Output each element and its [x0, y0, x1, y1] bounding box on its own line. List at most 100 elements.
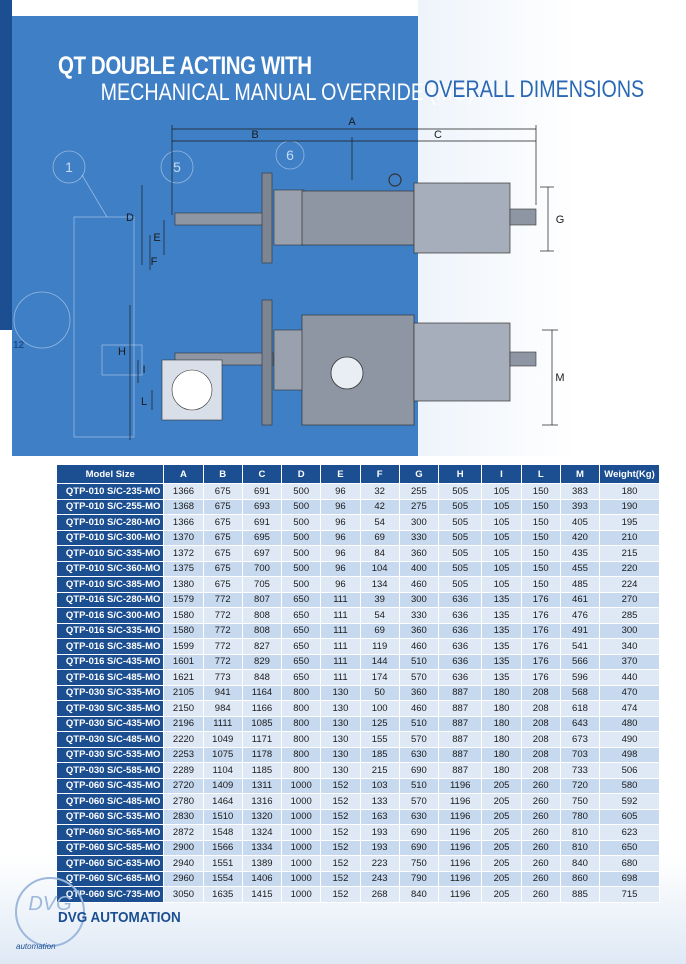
- dimension-cell: 260: [520, 886, 561, 903]
- dimension-cell: 596: [559, 669, 601, 686]
- dimension-cell: 693: [241, 498, 283, 515]
- dimension-cell: 505: [438, 560, 483, 577]
- dimension-cell: 205: [481, 855, 522, 872]
- dimension-cell: 32: [359, 483, 400, 500]
- dimension-cell: 1178: [241, 746, 283, 763]
- title-line-1: QT DOUBLE ACTING WITH: [58, 52, 312, 80]
- dimension-cell: 185: [359, 746, 400, 763]
- dimension-cell: 1464: [202, 793, 243, 810]
- dimension-cell: 104: [359, 560, 400, 577]
- model-size-cell: QTP-010 S/C-360-MO: [55, 560, 165, 577]
- dimension-cell: 174: [359, 669, 400, 686]
- table-header-cell: Weight(Kg): [599, 464, 660, 484]
- brand-name: DVG AUTOMATION: [58, 909, 181, 926]
- dimension-cell: 505: [438, 483, 483, 500]
- page-title: QT DOUBLE ACTING WITH MECHANICAL MANUAL …: [58, 54, 474, 105]
- dimension-cell: 42: [359, 498, 400, 515]
- dimension-cell: 1000: [281, 855, 322, 872]
- model-size-cell: QTP-010 S/C-255-MO: [55, 498, 165, 515]
- dimension-cell: 1389: [241, 855, 283, 872]
- dimension-cell: 360: [398, 622, 440, 639]
- dimension-cell: 1111: [202, 715, 243, 732]
- dimension-cell: 220: [599, 560, 660, 577]
- dimension-cell: 150: [520, 545, 561, 562]
- dimension-cell: 39: [359, 591, 400, 608]
- dimension-cell: 180: [599, 483, 660, 500]
- dimension-cell: 205: [481, 777, 522, 794]
- section-subtitle: OVERALL DIMENSIONS: [424, 76, 645, 103]
- dimension-cell: 476: [559, 607, 601, 624]
- dimension-cell: 370: [599, 653, 660, 670]
- dimension-cell: 636: [438, 607, 483, 624]
- dimension-cell: 2780: [163, 793, 204, 810]
- model-size-cell: QTP-016 S/C-485-MO: [55, 669, 165, 686]
- dimension-cell: 800: [281, 715, 322, 732]
- table-header-cell: G: [398, 464, 440, 484]
- dimension-cell: 260: [520, 824, 561, 841]
- dimension-cell: 636: [438, 669, 483, 686]
- dimension-cell: 260: [520, 870, 561, 887]
- dimension-cell: 69: [359, 622, 400, 639]
- dimension-cell: 96: [320, 545, 361, 562]
- dvg-logo: DVG: [15, 877, 85, 947]
- model-size-cell: QTP-060 S/C-635-MO: [55, 855, 165, 872]
- dimension-cell: 420: [559, 529, 601, 546]
- dimension-cell: 675: [202, 498, 243, 515]
- dimension-cell: 1196: [438, 855, 483, 872]
- dimension-cell: 500: [281, 483, 322, 500]
- dimension-cell: 100: [359, 700, 400, 717]
- dimension-cell: 675: [202, 560, 243, 577]
- dimension-cell: 1196: [438, 777, 483, 794]
- dimension-cell: 180: [481, 700, 522, 717]
- dimension-cell: 2900: [163, 839, 204, 856]
- dimension-cell: 1196: [438, 808, 483, 825]
- dimension-cell: 135: [481, 669, 522, 686]
- dimension-cell: 84: [359, 545, 400, 562]
- dimension-cell: 205: [481, 808, 522, 825]
- dimension-cell: 500: [281, 576, 322, 593]
- dimension-cell: 490: [599, 731, 660, 748]
- dimension-cell: 205: [481, 870, 522, 887]
- dimension-cell: 772: [202, 638, 243, 655]
- dimension-cell: 773: [202, 669, 243, 686]
- dimension-label-f: F: [151, 256, 158, 268]
- dimension-cell: 2150: [163, 700, 204, 717]
- dimension-cell: 260: [520, 808, 561, 825]
- dimension-cell: 1324: [241, 824, 283, 841]
- dimension-cell: 1000: [281, 870, 322, 887]
- dimension-cell: 270: [599, 591, 660, 608]
- callout-6: 6: [286, 147, 294, 163]
- dimension-cell: 130: [320, 715, 361, 732]
- dimension-cell: 800: [281, 746, 322, 763]
- dimension-cell: 400: [398, 560, 440, 577]
- dimension-cell: 623: [599, 824, 660, 841]
- dimension-cell: 1164: [241, 684, 283, 701]
- dimension-cell: 150: [520, 498, 561, 515]
- dimension-cell: 3050: [163, 886, 204, 903]
- dimension-cell: 460: [398, 638, 440, 655]
- dimension-cell: 887: [438, 700, 483, 717]
- dimension-cell: 152: [320, 777, 361, 794]
- dimension-cell: 500: [281, 514, 322, 531]
- dimension-cell: 105: [481, 560, 522, 577]
- dimension-cell: 285: [599, 607, 660, 624]
- logo-text: DVG: [28, 893, 71, 915]
- dimension-cell: 176: [520, 653, 561, 670]
- dimension-cell: 460: [398, 576, 440, 593]
- dimension-cell: 152: [320, 793, 361, 810]
- dimension-cell: 650: [281, 638, 322, 655]
- dimension-cell: 840: [398, 886, 440, 903]
- table-header-cell: A: [163, 464, 204, 484]
- dimension-cell: 1000: [281, 777, 322, 794]
- dimension-cell: 800: [281, 762, 322, 779]
- dimension-cell: 885: [559, 886, 601, 903]
